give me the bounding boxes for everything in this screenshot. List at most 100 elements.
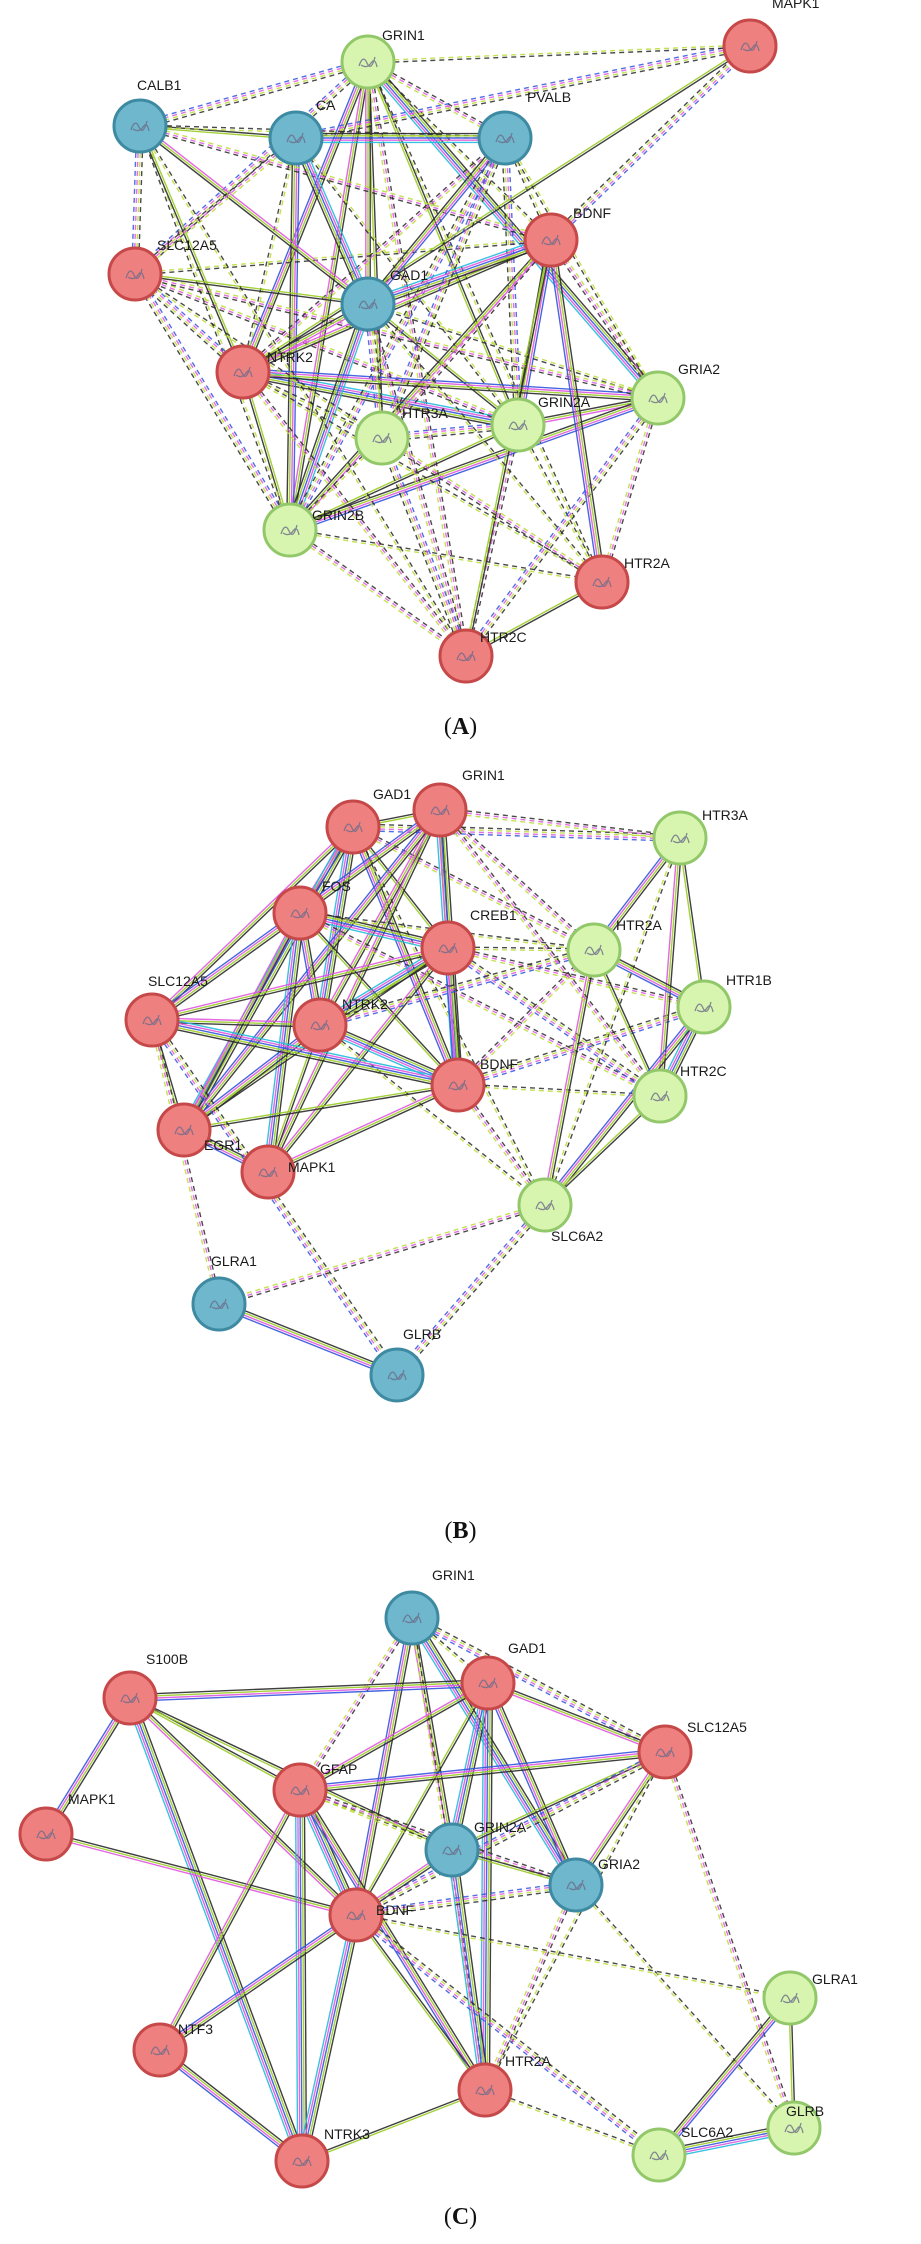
node-circle	[566, 922, 622, 978]
node-circle	[272, 1762, 328, 1818]
node-grin2b[interactable]: GRIN2B	[262, 502, 364, 558]
edge-grin1-htr3a	[439, 807, 681, 841]
edge-fos-htr2c	[298, 910, 662, 1099]
node-gria2[interactable]: GRIA2	[630, 361, 720, 426]
node-circle	[354, 410, 410, 466]
node-bdnf[interactable]: BDNF	[430, 1056, 518, 1113]
node-gfap[interactable]: GFAP	[272, 1761, 357, 1818]
node-htr1b[interactable]: HTR1B	[676, 972, 772, 1035]
node-calb2[interactable]: CA	[268, 97, 336, 166]
edge-bdnf-ntf3	[157, 1911, 359, 2054]
node-circle	[191, 1276, 247, 1332]
edge-slc12a5-glra1	[149, 1019, 222, 1305]
node-htr2a[interactable]: HTR2A	[574, 554, 671, 610]
panel-caption-a: (A)	[443, 714, 478, 740]
edge-ntf3-ntrk3	[157, 2046, 305, 2165]
node-glrb[interactable]: GLRB	[766, 2100, 824, 2156]
node-circle	[292, 997, 348, 1053]
node-label: GAD1	[508, 1640, 546, 1656]
edge-slc6a2-glra1	[655, 1995, 794, 2158]
edge-ntrk2-htr2a	[242, 370, 603, 584]
protein-structure-icon	[142, 1014, 162, 1026]
node-gad1[interactable]: GAD1	[340, 267, 428, 332]
node-grin1[interactable]: GRIN1	[412, 767, 505, 838]
node-ntrk2[interactable]: NTRK2	[215, 344, 313, 400]
node-htr3a[interactable]: HTR3A	[652, 807, 749, 866]
node-calb1[interactable]: CALB1	[112, 77, 182, 154]
node-grin1[interactable]: GRIN1	[340, 27, 425, 90]
node-circle	[631, 2127, 687, 2183]
node-circle	[384, 1590, 440, 1646]
edge-grin2b-pvalb	[286, 136, 509, 532]
node-label: HTR2C	[680, 1063, 727, 1079]
node-htr2a[interactable]: HTR2A	[457, 2053, 552, 2118]
node-mapk1[interactable]: MAPK1	[240, 1144, 336, 1200]
edge-grin2a-grin2b	[289, 423, 519, 532]
edge-s100b-ntrk3	[125, 1696, 307, 2163]
protein-structure-icon	[495, 132, 515, 144]
edge-slc12a5-bdnf	[354, 1748, 667, 1919]
node-glra1[interactable]: GLRA1	[762, 1970, 858, 2026]
node-grin2a[interactable]: GRIN2A	[424, 1819, 527, 1878]
edge-calb1-slc12a5	[131, 125, 144, 275]
node-label: GRIN2A	[538, 394, 591, 410]
node-slc12a5[interactable]: SLC12A5	[124, 973, 208, 1048]
node-label: SLC6A2	[551, 1228, 603, 1244]
protein-structure-icon	[694, 1001, 714, 1013]
edge-fos-bdnf	[298, 911, 460, 1087]
node-circle	[676, 979, 732, 1035]
node-creb1[interactable]: CREB1	[420, 907, 517, 976]
protein-structure-icon	[535, 1199, 555, 1211]
edge-bdnf-htr2c	[457, 1083, 661, 1098]
node-glra1[interactable]: GLRA1	[191, 1253, 257, 1332]
node-egr1[interactable]: EGR1	[156, 1102, 242, 1158]
node-label: MAPK1	[772, 0, 820, 11]
node-gad1[interactable]: GAD1	[460, 1640, 546, 1711]
node-ntrk2[interactable]: NTRK2	[292, 996, 388, 1053]
node-htr3a[interactable]: HTR3A	[354, 405, 449, 466]
node-ntf3[interactable]: NTF3	[132, 2021, 213, 2078]
edge-grin1-fos	[297, 806, 443, 917]
node-htr2a[interactable]: HTR2A	[566, 917, 663, 978]
edge-grin2a-calb2	[294, 136, 520, 427]
edge-grin2b-calb1	[138, 125, 292, 531]
edge-gria2-bdnf	[355, 1881, 577, 1919]
edge-pvalb-htr3a	[378, 136, 509, 440]
node-bdnf[interactable]: BDNF	[523, 205, 611, 268]
node-glrb[interactable]: GLRB	[369, 1326, 441, 1403]
node-gad1[interactable]: GAD1	[325, 786, 411, 855]
node-mapk1[interactable]: MAPK1	[18, 1791, 116, 1862]
protein-structure-icon	[310, 1019, 330, 1031]
node-gria2[interactable]: GRIA2	[548, 1856, 640, 1913]
edge-mapk1-ntrk2	[242, 44, 751, 374]
node-bdnf[interactable]: BDNF	[328, 1887, 414, 1943]
edge-gria2-gad1	[367, 302, 659, 400]
node-pvalb[interactable]: PVALB	[477, 89, 571, 166]
node-label: CA	[316, 97, 336, 113]
protein-structure-icon	[648, 392, 668, 404]
node-slc12a5[interactable]: SLC12A5	[107, 237, 217, 302]
edge-bdnf-mapk1	[266, 1082, 460, 1175]
protein-structure-icon	[475, 2084, 495, 2096]
node-ntrk3[interactable]: NTRK3	[274, 2126, 370, 2189]
node-grin1[interactable]: GRIN1	[384, 1567, 475, 1646]
node-mapk1[interactable]: MAPK1	[722, 0, 820, 74]
node-label: PVALB	[527, 89, 571, 105]
node-grin2a[interactable]: GRIN2A	[490, 394, 591, 453]
protein-structure-icon	[36, 1828, 56, 1840]
edge-creb1-htr2c	[445, 944, 663, 1100]
edge-gad1-slc12a5	[134, 272, 369, 306]
node-slc6a2[interactable]: SLC6A2	[631, 2124, 733, 2183]
edge-gad1-slc12a5	[486, 1680, 667, 1755]
edge-grin2a-htr2a	[446, 1849, 491, 2091]
node-label: GLRA1	[211, 1253, 257, 1269]
node-fos[interactable]: FOS	[272, 878, 351, 941]
node-slc6a2[interactable]: SLC6A2	[517, 1177, 603, 1244]
edge-grin1-htr2c	[365, 61, 469, 657]
node-htr2c[interactable]: HTR2C	[438, 628, 527, 684]
protein-structure-icon	[592, 576, 612, 588]
node-htr2c[interactable]: HTR2C	[632, 1063, 727, 1124]
node-slc12a5[interactable]: SLC12A5	[637, 1719, 747, 1780]
protein-structure-icon	[387, 1369, 407, 1381]
node-s100b[interactable]: S100B	[102, 1651, 188, 1726]
